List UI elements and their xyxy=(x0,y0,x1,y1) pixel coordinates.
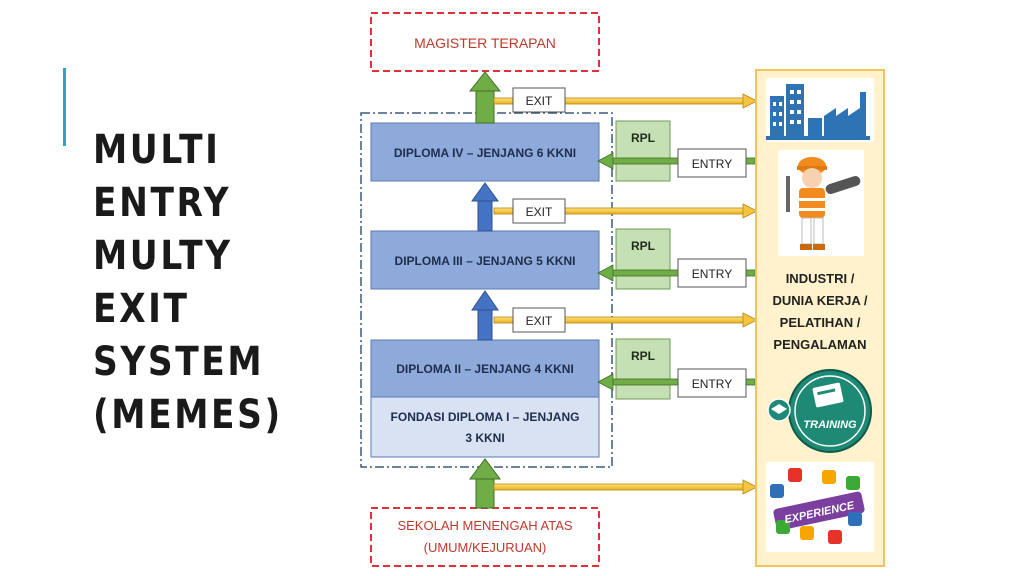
arrow-up-green-top xyxy=(468,71,502,124)
exit-arrow-1 xyxy=(493,93,758,109)
experience-puzzle-icon: EXPERIENCE xyxy=(766,462,874,552)
accent-bar xyxy=(63,68,66,146)
entry-label: ENTRY xyxy=(692,267,732,281)
factory-icon xyxy=(766,78,874,142)
entry-label-box-3: ENTRY xyxy=(677,368,747,398)
exit-label: EXIT xyxy=(526,94,553,108)
diploma-i-label-line2: 3 KKNI xyxy=(465,431,504,445)
industry-line-4: PENGALAMAN xyxy=(773,337,866,352)
entry-label: ENTRY xyxy=(692,157,732,171)
industry-line-1: INDUSTRI / xyxy=(786,271,855,286)
diploma-iv-label: DIPLOMA IV – JENJANG 6 KKNI xyxy=(394,146,576,160)
exit-label-box-1: EXIT xyxy=(512,87,566,113)
exit-label-box-2: EXIT xyxy=(512,198,566,224)
magister-terapan-label: MAGISTER TERAPAN xyxy=(414,35,556,51)
diploma-iii-label: DIPLOMA III – JENJANG 5 KKNI xyxy=(395,254,576,268)
page-title: MULTI ENTRY MULTY EXIT SYSTEM (MEMES) xyxy=(93,124,299,442)
arrow-up-blue-1 xyxy=(471,182,499,232)
exit-label-box-3: EXIT xyxy=(512,307,566,333)
diploma-iv-box: DIPLOMA IV – JENJANG 6 KKNI xyxy=(370,122,600,182)
rpl-label: RPL xyxy=(631,239,655,253)
rpl-box-3: RPL xyxy=(615,338,671,400)
title-line: ENTRY xyxy=(93,180,232,226)
rpl-box-2: RPL xyxy=(615,228,671,290)
exit-arrow-3 xyxy=(493,312,758,328)
rpl-label: RPL xyxy=(631,131,655,145)
diploma-ii-box: DIPLOMA II – JENJANG 4 KKNI xyxy=(370,339,600,398)
title-line: MULTY xyxy=(93,233,233,279)
industry-line-3: PELATIHAN / xyxy=(780,315,861,330)
diploma-iii-box: DIPLOMA III – JENJANG 5 KKNI xyxy=(370,230,600,290)
exit-arrow-2 xyxy=(493,203,758,219)
training-label: TRAINING xyxy=(803,419,857,431)
rpl-label: RPL xyxy=(631,349,655,363)
diploma-i-box: FONDASI DIPLOMA I – JENJANG 3 KKNI xyxy=(370,396,600,458)
magister-terapan-box: MAGISTER TERAPAN xyxy=(370,12,600,72)
title-line: (MEMES) xyxy=(93,392,283,438)
diploma-ii-label: DIPLOMA II – JENJANG 4 KKNI xyxy=(396,362,574,376)
entry-label-box-2: ENTRY xyxy=(677,258,747,288)
arrow-up-blue-2 xyxy=(471,290,499,341)
entry-label: ENTRY xyxy=(692,377,732,391)
exit-label: EXIT xyxy=(526,205,553,219)
arrow-up-green-bottom xyxy=(469,458,501,509)
title-line: SYSTEM xyxy=(93,339,265,385)
diploma-i-label-line1: FONDASI DIPLOMA I – JENJANG xyxy=(391,410,580,424)
entry-arrow-sma xyxy=(493,479,758,495)
worker-icon xyxy=(778,150,864,256)
entry-label-box-1: ENTRY xyxy=(677,148,747,178)
title-line: EXIT xyxy=(93,286,190,332)
sma-box: SEKOLAH MENENGAH ATAS (UMUM/KEJURUAN) xyxy=(370,507,600,567)
industry-line-2: DUNIA KERJA / xyxy=(772,293,867,308)
sma-label-line2: (UMUM/KEJURUAN) xyxy=(424,540,547,555)
title-line: MULTI xyxy=(93,127,221,173)
training-badge-icon: TRAINING xyxy=(767,369,872,453)
rpl-box-1: RPL xyxy=(615,120,671,182)
exit-label: EXIT xyxy=(526,314,553,328)
sma-label-line1: SEKOLAH MENENGAH ATAS xyxy=(397,518,572,533)
